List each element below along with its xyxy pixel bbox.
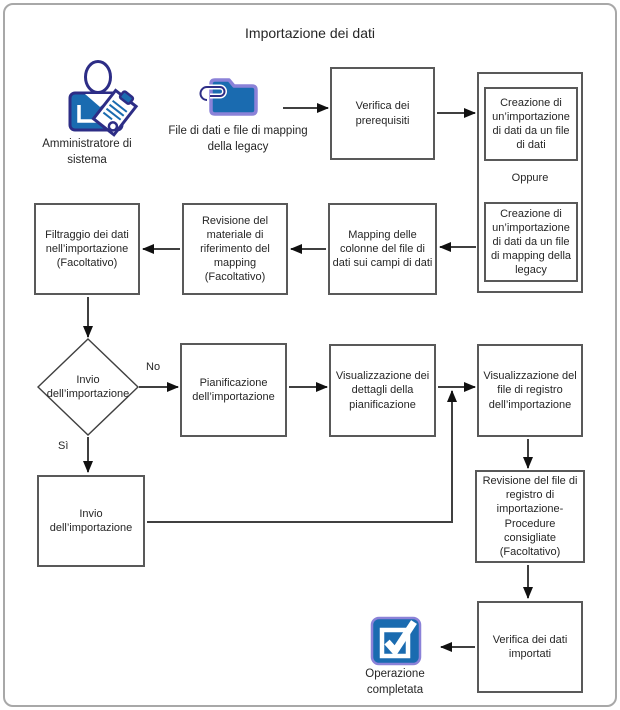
branch-si-label: Sì	[58, 440, 69, 452]
folder-paperclip-icon	[198, 74, 259, 120]
step-revisione-materiale: Revisione del materiale di riferimento d…	[182, 203, 288, 295]
step-verifica-dati-importati: Verifica dei dati importati	[477, 601, 583, 693]
step-creazione-da-file-mapping: Creazione di un’importazione di dati da …	[484, 202, 578, 282]
step-registro-importazione: Visualizzazione del file di registro del…	[477, 344, 583, 437]
admin-person-icon	[64, 60, 139, 137]
step-creazione-group: Creazione di un’importazione di dati da …	[477, 72, 583, 293]
step-pianificazione: Pianificazione dell’importazione	[180, 343, 287, 437]
completion-label: Operazione completata	[365, 668, 425, 696]
oppure-label: Oppure	[511, 172, 549, 184]
step-verifica-prerequisiti: Verifica dei prerequisiti	[330, 67, 435, 160]
checkbox-checked-icon	[369, 610, 423, 666]
step-revisione-registro: Revisione del file di registro di import…	[475, 470, 585, 563]
diagram-title: Importazione dei dati	[245, 25, 375, 41]
decision-diamond	[36, 338, 140, 436]
decision-invio-label: Invio dell’importazione	[46, 373, 130, 400]
branch-no-label: No	[146, 361, 161, 373]
source-files-label: File di dati e file di mapping della leg…	[168, 125, 308, 153]
step-dettagli-pianificazione: Visualizzazione dei dettagli della piani…	[329, 344, 436, 437]
step-invio-importazione: Invio dell’importazione	[37, 475, 145, 567]
admin-label: Amministratore di sistema	[42, 138, 132, 166]
step-creazione-da-file-dati: Creazione di un’importazione di dati da …	[484, 87, 578, 161]
step-filtraggio-dati: Filtraggio dei dati nell’importazione (F…	[34, 203, 140, 295]
step-mapping-colonne: Mapping delle colonne del file di dati s…	[328, 203, 437, 295]
page-border-frame	[3, 3, 617, 707]
connector-invio-merge-to-registro	[147, 390, 457, 523]
